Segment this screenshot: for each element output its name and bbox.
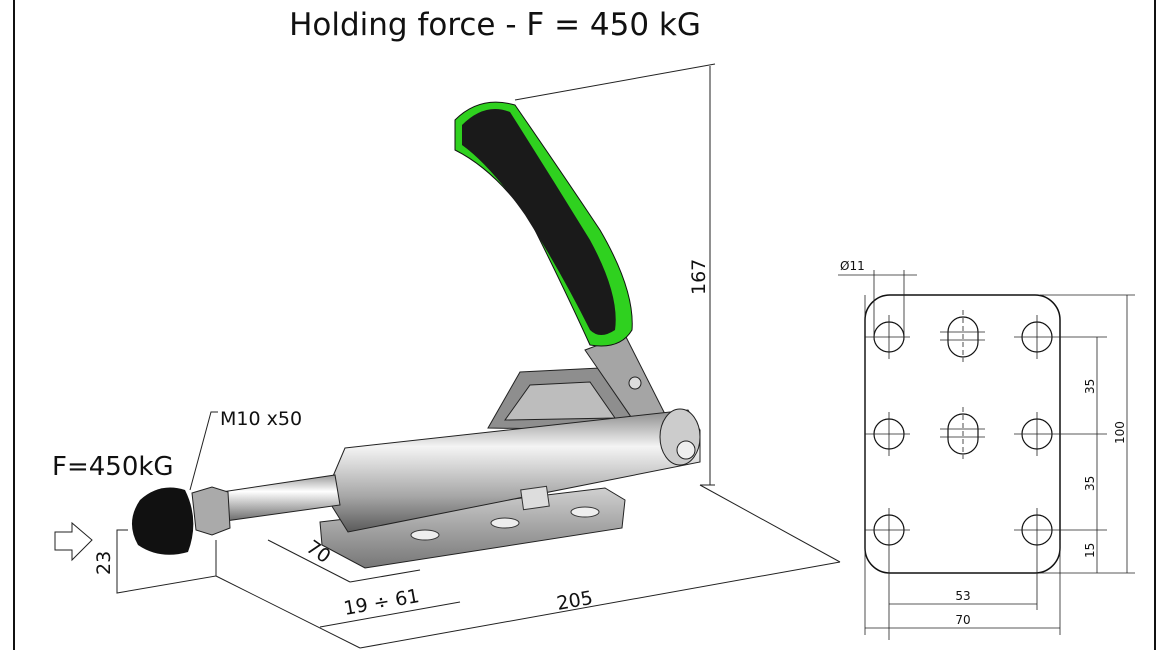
force-arrow-icon: [54, 521, 93, 562]
mounting-plate-view: Ø11 35 35 15 100 53 70: [838, 259, 1135, 640]
spindle-height-dim: 23: [93, 551, 115, 575]
push-clamp-illustration: [54, 101, 701, 569]
page-title: Holding force - F = 450 kG: [289, 7, 701, 43]
dim-35-upper: 35: [1083, 379, 1097, 394]
height-total-dim: 167: [688, 259, 710, 295]
hole-diameter-dim: Ø11: [840, 259, 865, 273]
dim-35-lower: 35: [1083, 476, 1097, 491]
dim-70: 70: [955, 613, 970, 627]
dim-53: 53: [955, 589, 970, 603]
rubber-cap: [131, 487, 194, 555]
stroke-range-dim: 19 ÷ 61: [342, 585, 421, 620]
spindle-rod: [214, 474, 341, 523]
hex-nut: [191, 486, 231, 536]
screw-label: M10 x50: [220, 408, 302, 430]
dim-15: 15: [1083, 543, 1097, 558]
length-total-dim: 205: [555, 587, 595, 615]
force-label: F=450kG: [52, 452, 174, 482]
base-plate: [319, 487, 626, 569]
dim-100: 100: [1113, 421, 1127, 444]
